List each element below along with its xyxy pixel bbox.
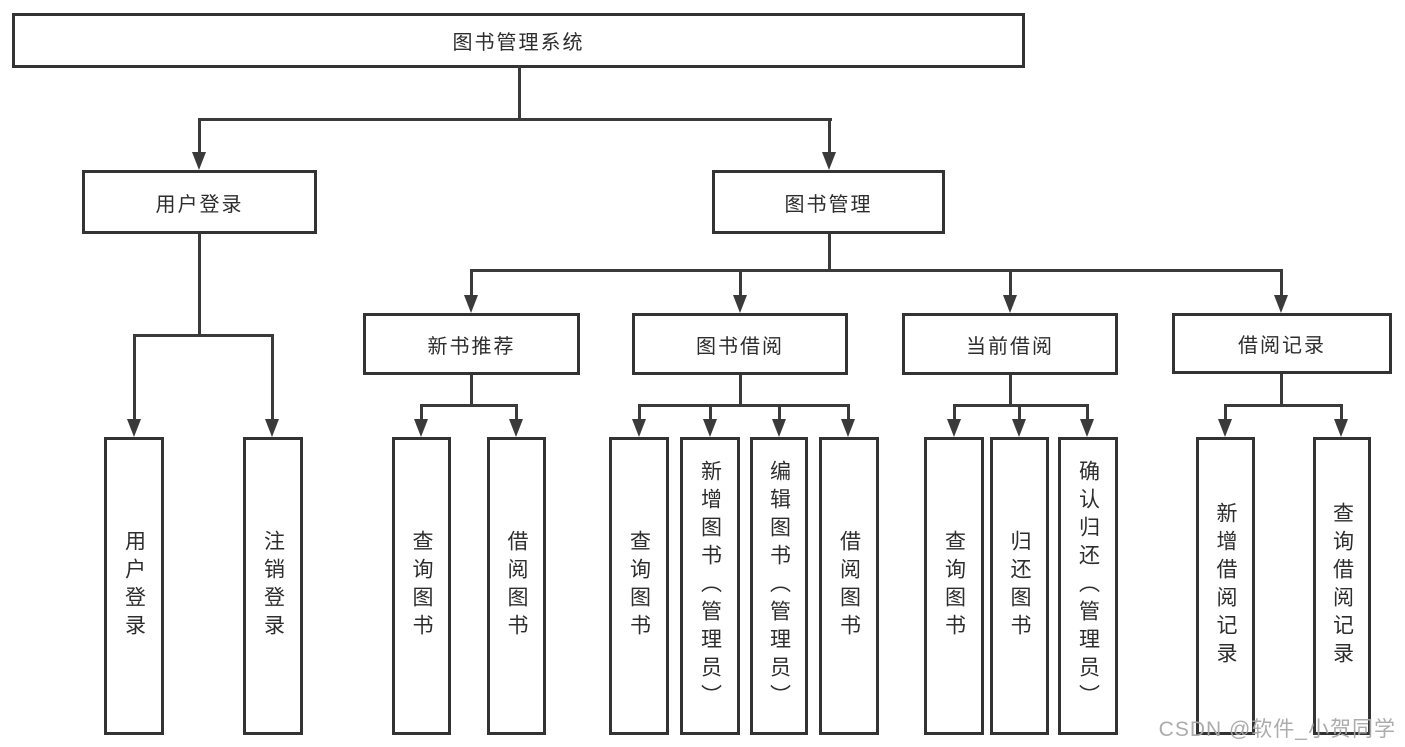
node-label: 查询图书 bbox=[942, 530, 966, 642]
node-label: 借阅记录 bbox=[1238, 335, 1326, 357]
node-book-borrowing: 图书借阅 bbox=[632, 313, 848, 375]
connector-line bbox=[1018, 404, 1021, 422]
leaf-confirm-return-admin: 确认归还（管理员） bbox=[1058, 437, 1118, 735]
arrow-down-icon bbox=[464, 295, 478, 313]
node-new-book-recommendation: 新书推荐 bbox=[363, 313, 580, 375]
arrow-down-icon bbox=[1012, 419, 1026, 437]
connector-line bbox=[1224, 404, 1227, 422]
connector-line bbox=[709, 404, 712, 422]
node-label: 借阅图书 bbox=[505, 530, 528, 642]
node-label: 查询图书 bbox=[627, 530, 651, 642]
connector-line bbox=[953, 404, 956, 422]
watermark: CSDN @软件_小贺同学 bbox=[1158, 718, 1396, 741]
arrow-down-icon bbox=[1003, 295, 1017, 313]
leaf-edit-book-admin: 编辑图书（管理员） bbox=[750, 437, 808, 735]
arrow-down-icon bbox=[192, 152, 206, 170]
connector-line bbox=[1280, 374, 1283, 406]
connector-line bbox=[518, 66, 521, 120]
leaf-query-books-1: 查询图书 bbox=[392, 437, 451, 735]
connector-line bbox=[739, 375, 742, 406]
connector-line bbox=[470, 269, 473, 297]
connector-line bbox=[198, 118, 832, 121]
connector-line bbox=[198, 118, 201, 154]
node-user-login: 用户登录 bbox=[82, 170, 317, 234]
arrow-down-icon bbox=[1274, 295, 1288, 313]
connector-line bbox=[1224, 404, 1342, 407]
arrow-down-icon bbox=[947, 419, 961, 437]
arrow-down-icon bbox=[1334, 419, 1348, 437]
leaf-query-books-2: 查询图书 bbox=[609, 437, 669, 735]
connector-line bbox=[133, 334, 273, 337]
arrow-down-icon bbox=[733, 295, 747, 313]
leaf-borrow-books-1: 借阅图书 bbox=[487, 437, 546, 735]
node-current-borrowing: 当前借阅 bbox=[902, 313, 1118, 375]
connector-line bbox=[1280, 269, 1283, 297]
arrow-down-icon bbox=[127, 419, 141, 437]
leaf-return-books: 归还图书 bbox=[990, 437, 1049, 735]
arrow-down-icon bbox=[1218, 419, 1232, 437]
node-label: 注销登录 bbox=[261, 530, 285, 642]
node-label: 确认归还（管理员） bbox=[1076, 460, 1100, 712]
node-label: 用户登录 bbox=[155, 193, 244, 216]
node-label: 借阅图书 bbox=[837, 530, 861, 642]
node-label: 新增图书（管理员） bbox=[698, 460, 722, 712]
connector-line bbox=[515, 404, 518, 422]
arrow-down-icon bbox=[265, 419, 279, 437]
arrow-down-icon bbox=[632, 419, 646, 437]
node-label: 新书推荐 bbox=[427, 335, 516, 358]
connector-line bbox=[1340, 404, 1343, 422]
connector-line bbox=[638, 404, 641, 422]
leaf-user-login: 用户登录 bbox=[104, 437, 164, 735]
connector-line bbox=[133, 334, 136, 422]
leaf-add-book-admin: 新增图书（管理员） bbox=[680, 437, 740, 735]
node-label: 图书管理系统 bbox=[452, 32, 585, 54]
leaf-query-borrow-record: 查询借阅记录 bbox=[1313, 437, 1371, 735]
node-label: 图书借阅 bbox=[696, 335, 784, 358]
connector-line bbox=[470, 375, 473, 406]
arrow-down-icon bbox=[703, 419, 717, 437]
connector-line bbox=[739, 269, 742, 297]
connector-line bbox=[420, 404, 423, 422]
arrow-down-icon bbox=[822, 152, 836, 170]
arrow-down-icon bbox=[1080, 419, 1094, 437]
arrow-down-icon bbox=[772, 419, 786, 437]
leaf-add-borrow-record: 新增借阅记录 bbox=[1196, 437, 1255, 735]
connector-line bbox=[1009, 375, 1012, 406]
connector-line bbox=[828, 234, 831, 272]
leaf-query-books-3: 查询图书 bbox=[924, 437, 984, 735]
connector-line bbox=[638, 404, 850, 407]
connector-line bbox=[1009, 269, 1012, 297]
arrow-down-icon bbox=[841, 419, 855, 437]
node-label: 图书管理 bbox=[784, 193, 873, 216]
arrow-down-icon bbox=[414, 419, 428, 437]
connector-line bbox=[828, 118, 831, 154]
node-label: 编辑图书（管理员） bbox=[767, 460, 791, 712]
node-label: 归还图书 bbox=[1008, 530, 1031, 642]
node-book-management: 图书管理 bbox=[712, 170, 945, 234]
node-borrowing-records: 借阅记录 bbox=[1172, 313, 1392, 374]
node-label: 查询借阅记录 bbox=[1330, 502, 1354, 670]
arrow-down-icon bbox=[509, 419, 523, 437]
node-library-management-system: 图书管理系统 bbox=[12, 13, 1025, 68]
node-label: 当前借阅 bbox=[966, 335, 1054, 358]
connector-line bbox=[420, 404, 518, 407]
connector-line bbox=[470, 269, 1283, 272]
node-label: 查询图书 bbox=[410, 530, 433, 642]
node-label: 用户登录 bbox=[122, 530, 146, 642]
connector-line bbox=[271, 334, 274, 422]
leaf-borrow-books-2: 借阅图书 bbox=[819, 437, 879, 735]
node-label: 新增借阅记录 bbox=[1214, 502, 1237, 670]
connector-line bbox=[1086, 404, 1089, 422]
connector-line bbox=[847, 404, 850, 422]
connector-line bbox=[778, 404, 781, 422]
connector-line bbox=[198, 234, 201, 337]
leaf-logout: 注销登录 bbox=[243, 437, 303, 735]
